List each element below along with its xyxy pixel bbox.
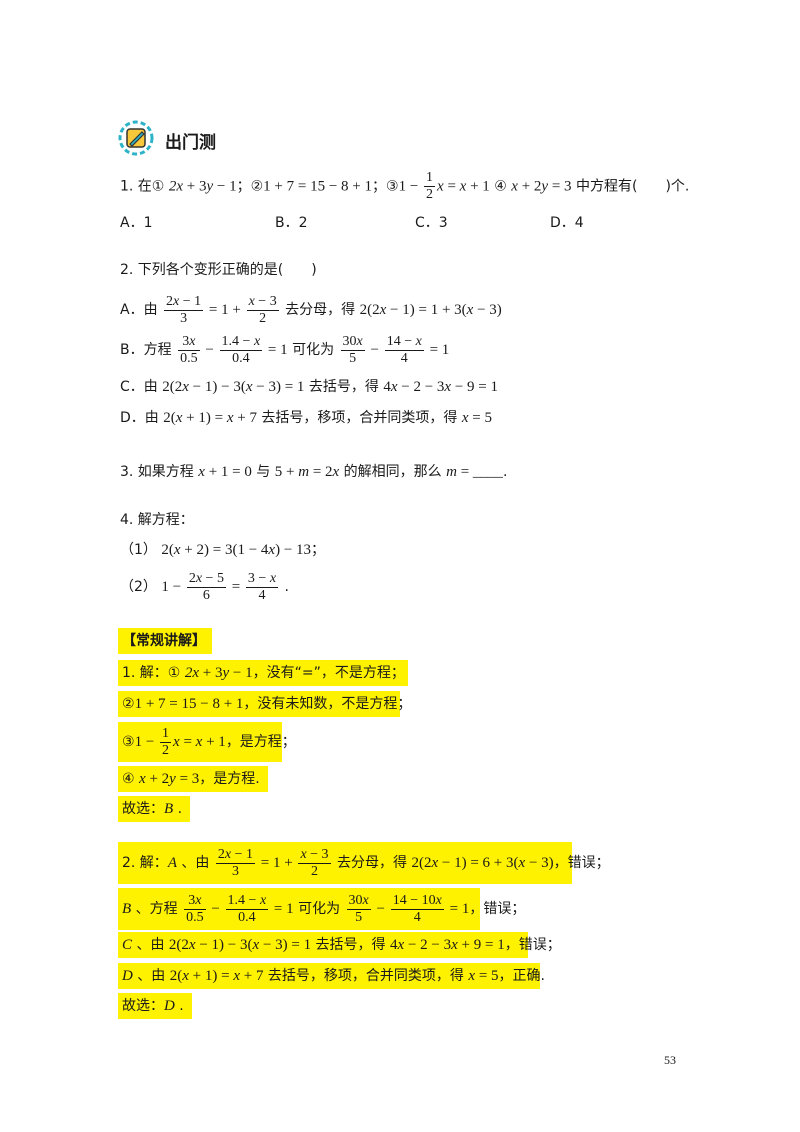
s1-line1-highlight [118, 660, 408, 686]
s1-line2-highlight [118, 691, 400, 717]
page-title: 出门测 [165, 133, 216, 153]
pencil-note-icon [118, 120, 154, 156]
s1-line4: ④ x + 2y = 3，是方程. [122, 771, 260, 787]
header-icon [118, 120, 154, 156]
q1-option-b: B．2 [275, 215, 308, 231]
s2-line3: C 、由 2(2x − 1) − 3(x − 3) = 1 去括号，得 4x −… [122, 937, 561, 953]
s1-line2: ②1 + 7 = 15 − 8 + 1，没有未知数，不是方程； [122, 696, 412, 712]
q1-stem: 1. 在① 2x + 3y − 1；②1 + 7 = 15 − 8 + 1；③1… [120, 170, 690, 202]
q1-number: 1. 在① [120, 178, 169, 195]
s1-line4-highlight [118, 766, 268, 792]
solution-heading-highlight [118, 628, 212, 654]
s2-line1-highlight [118, 842, 572, 884]
s1-answer: 故选：B . [122, 801, 183, 817]
q1-option-a: A．1 [120, 215, 153, 231]
s1-line3-highlight [118, 722, 282, 762]
q3-stem: 3. 如果方程 x + 1 = 0 与 5 + m = 2x 的解相同，那么 m… [120, 464, 508, 480]
s2-answer-highlight [118, 993, 192, 1019]
q2-option-c: C．由 2(2x − 1) − 3(x − 3) = 1 去括号，得 4x − … [120, 379, 499, 395]
page-number: 53 [664, 1053, 676, 1067]
q1-option-d: D．4 [550, 215, 584, 231]
q4-stem: 4. 解方程： [120, 512, 194, 528]
s2-line4: D 、由 2(x + 1) = x + 7 去括号，移项，合并同类项，得 x =… [122, 968, 545, 984]
q1-option-c: C．3 [415, 215, 448, 231]
q2-stem: 2. 下列各个变形正确的是( ) [120, 262, 317, 278]
s1-line1: 1. 解：① 2x + 3y − 1，没有“=”，不是方程； [122, 665, 405, 681]
q2-option-d: D．由 2(x + 1) = x + 7 去括号，移项，合并同类项，得 x = … [120, 410, 493, 426]
s2-line4-highlight [118, 963, 540, 989]
solution-heading: 【常规讲解】 [122, 633, 206, 649]
s1-answer-highlight [118, 796, 190, 822]
s2-answer: 故选：D . [122, 998, 184, 1014]
s2-line3-highlight [118, 932, 528, 958]
q4-part-1: （1） 2(x + 2) = 3(1 − 4x) − 13； [120, 542, 326, 558]
